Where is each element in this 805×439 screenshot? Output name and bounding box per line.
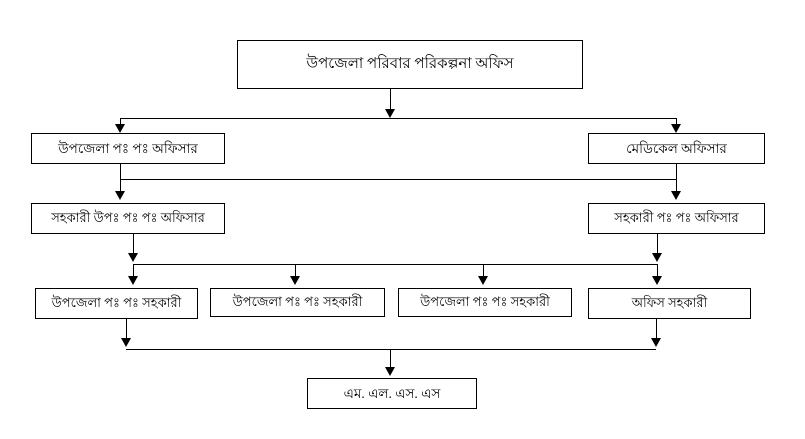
node-assistant-pp-officer[interactable]: সহকারী পঃ পঃ অফিসার: [588, 203, 765, 234]
node-mlss[interactable]: এম. এল. এস. এস: [307, 378, 477, 409]
arrowhead-level4-2: [289, 276, 300, 285]
connector-office-assistant-down: [656, 319, 657, 339]
connector-level3-right-drop: [676, 179, 677, 193]
node-label: সহকারী উপঃ পঃ পঃ অফিসার: [51, 210, 205, 226]
connector-asst-pp-down: [657, 234, 658, 254]
connector-level4-drop-2: [295, 264, 296, 278]
connector-level3-left-drop: [120, 179, 121, 193]
node-medical-officer[interactable]: মেডিকেল অফিসার: [588, 133, 765, 164]
node-label: সহকারী পঃ পঃ অফিসার: [614, 210, 739, 226]
arrowhead-asst-pp-bus: [651, 253, 662, 262]
arrowhead-level4-4: [651, 276, 662, 285]
arrowhead-assistant1-bus: [120, 338, 131, 347]
arrowhead-level5: [384, 367, 395, 376]
connector-asst-upazila-down: [133, 234, 134, 254]
connector-level4-drop-1: [133, 264, 134, 278]
connector-level4-drop-3: [483, 264, 484, 278]
node-upazila-pp-assistant-3[interactable]: উপজেলা পঃ পঃ সহকারী: [398, 288, 572, 317]
arrowhead-asst-upazila-bus: [127, 253, 138, 262]
arrowhead-level2-left: [114, 124, 125, 133]
node-office-assistant[interactable]: অফিস সহকারী: [588, 288, 751, 319]
node-label: উপজেলা পরিবার পরিকল্পনা অফিস: [306, 55, 514, 72]
connector-medical-down: [676, 164, 677, 180]
arrowhead-root-stem: [384, 109, 395, 118]
arrowhead-level2-right: [670, 124, 681, 133]
connector-root-stem: [390, 89, 391, 111]
connector-level5-drop: [390, 349, 391, 369]
node-label: উপজেলা পঃ পঃ সহকারী: [420, 294, 550, 310]
connector-level2-right-drop: [676, 118, 677, 126]
node-upazila-pp-officer[interactable]: উপজেলা পঃ পঃ অফিসার: [31, 133, 225, 164]
arrowhead-office-assistant-bus: [650, 338, 661, 347]
connector-level4-bus: [133, 264, 657, 265]
node-upazila-pp-assistant-2[interactable]: উপজেলা পঃ পঃ সহকারী: [210, 288, 385, 317]
node-assistant-upazila-pp-officer[interactable]: সহকারী উপঃ পঃ পঃ অফিসার: [31, 203, 225, 234]
arrowhead-level3-left: [114, 191, 125, 200]
connector-level2-bus: [120, 118, 676, 119]
connector-level2-left-drop: [120, 118, 121, 126]
arrowhead-level4-1: [127, 276, 138, 285]
arrowhead-level4-3: [477, 276, 488, 285]
node-upazila-family-planning-office[interactable]: উপজেলা পরিবার পরিকল্পনা অফিস: [237, 40, 583, 89]
node-upazila-pp-assistant-1[interactable]: উপজেলা পঃ পঃ সহকারী: [35, 288, 198, 319]
node-label: উপজেলা পঃ পঃ অফিসার: [58, 140, 198, 156]
node-label: উপজেলা পঃ পঃ সহকারী: [232, 294, 363, 310]
node-label: এম. এল. এস. এস: [343, 385, 441, 401]
node-label: মেডিকেল অফিসার: [626, 140, 727, 156]
connector-assistant1-down: [126, 319, 127, 339]
node-label: উপজেলা পঃ পঃ সহকারী: [51, 295, 182, 311]
connector-level5-bus: [126, 349, 656, 350]
connector-upazila-down: [120, 164, 121, 180]
connector-level4-drop-4: [657, 264, 658, 278]
arrowhead-level3-right: [670, 191, 681, 200]
node-label: অফিস সহকারী: [631, 295, 708, 311]
connector-level3-bus: [120, 179, 676, 180]
